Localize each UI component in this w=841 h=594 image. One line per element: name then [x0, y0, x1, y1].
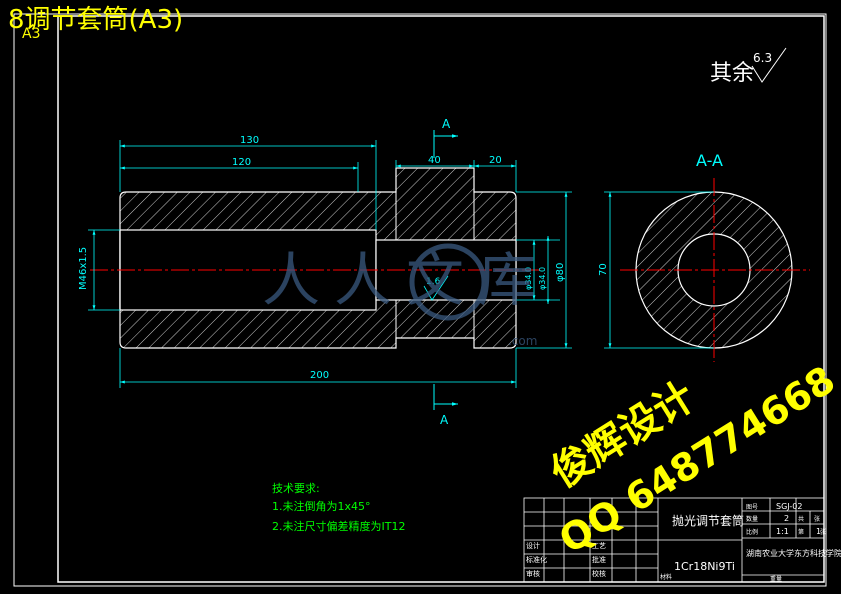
label-process: 工艺	[592, 542, 606, 550]
dim-40: 40	[428, 155, 441, 166]
title-block-text: 抛光调节套筒 1Cr18Ni9Ti 材料 SGJ-02 2 1:1 1 湖南农业…	[526, 502, 841, 583]
dim-200: 200	[310, 370, 329, 381]
label-sheets-1: 张	[814, 515, 820, 523]
outer-frame	[13, 13, 827, 587]
section-view: A-A 70	[598, 151, 810, 362]
roughness-note-label: 其余	[710, 61, 754, 86]
quantity: 2	[784, 514, 789, 523]
material: 1Cr18Ni9Ti	[674, 560, 735, 573]
label-qty: 数量	[746, 515, 758, 523]
watermark-site: 人人文库	[262, 246, 550, 314]
dim-20: 20	[489, 155, 502, 166]
part-name: 抛光调节套筒	[672, 513, 744, 528]
roughness-symbol	[751, 47, 787, 83]
svg-text:1.6: 1.6	[426, 277, 441, 287]
section-dim: 70	[598, 263, 609, 276]
drawing-title: 8调节套筒(A3)	[8, 5, 183, 35]
inner-frame	[57, 15, 825, 583]
label-sheets-2: 张	[820, 528, 826, 536]
roughness-bore: 1.6	[423, 275, 449, 301]
section-label: A-A	[696, 151, 723, 170]
drawing-number: SGJ-02	[776, 502, 802, 511]
dim-120: 120	[232, 157, 251, 168]
label-review: 审核	[526, 569, 540, 578]
tech-heading: 技术要求:	[272, 482, 320, 495]
cut-marker-bottom: A	[433, 384, 458, 427]
dimensions	[88, 140, 572, 388]
cut-marker-top: A	[433, 117, 458, 158]
watermark-url: .com	[508, 334, 537, 348]
title-block	[523, 497, 825, 583]
sheet-count: 1	[816, 527, 821, 536]
watermark-logo	[409, 243, 487, 321]
label-check: 校核	[592, 569, 606, 578]
dim-130: 130	[240, 135, 259, 146]
dim-mid: φ34.0	[538, 267, 547, 290]
school: 湖南农业大学东方科技学院	[746, 548, 841, 558]
roughness-note-value: 6.3	[753, 51, 772, 65]
dim-inner: φ34.0	[524, 267, 533, 290]
dimension-labels: 130 120 40 20 200 M46x1.5 φ34.0 φ34.0 φ8…	[78, 135, 566, 381]
tech-requirements: 技术要求: 1.未注倒角为1x45° 2.未注尺寸偏差精度为IT12	[272, 482, 405, 533]
svg-text:A: A	[440, 413, 449, 427]
scale: 1:1	[776, 527, 789, 536]
svg-text:A: A	[442, 117, 451, 131]
label-no: 第	[798, 528, 804, 536]
tech-item-1: 1.未注倒角为1x45°	[272, 499, 371, 513]
dim-outer: φ80	[555, 263, 566, 282]
material-label: 材料	[660, 573, 672, 581]
label-drawing-no: 图号	[746, 504, 758, 511]
label-design: 设计	[526, 541, 540, 550]
site-watermark: 人人文库 .com	[262, 243, 550, 348]
label-approve: 批准	[592, 555, 606, 564]
sheet-size-label: A3	[22, 26, 40, 42]
label-scale: 比例	[746, 528, 758, 536]
label-total: 共	[798, 515, 804, 523]
label-weight: 重量	[770, 575, 782, 583]
label-standard: 标准化	[526, 555, 547, 564]
tech-item-2: 2.未注尺寸偏差精度为IT12	[272, 519, 405, 533]
dim-thread: M46x1.5	[78, 247, 89, 290]
